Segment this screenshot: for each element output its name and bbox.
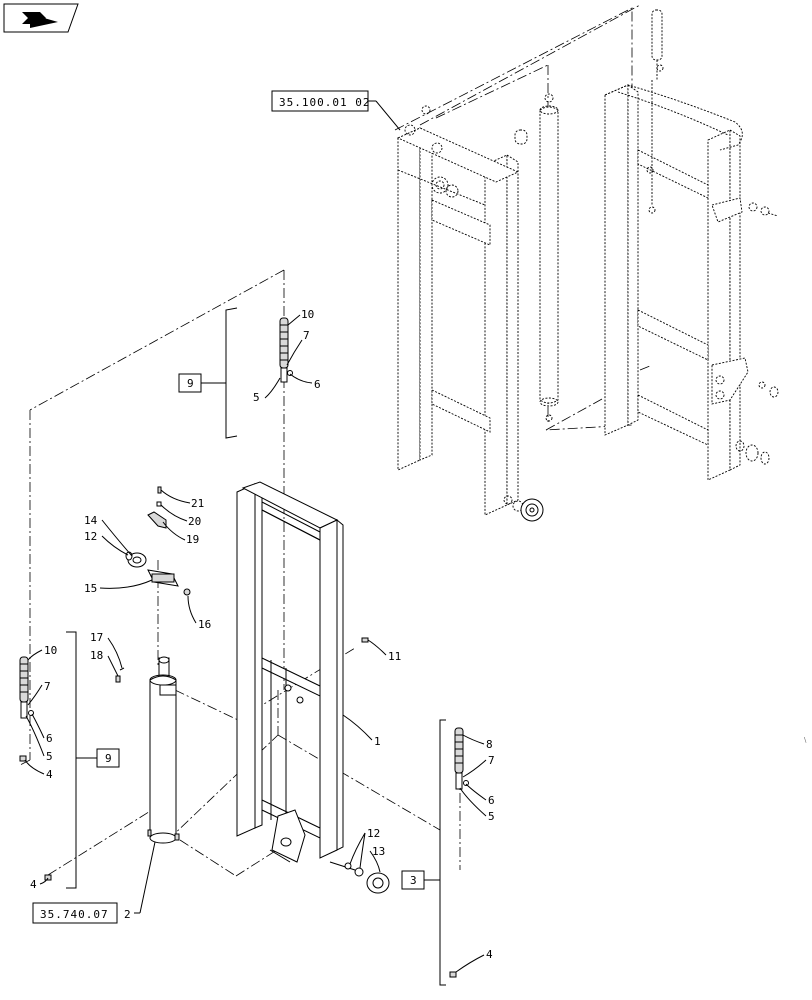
inner-mast-left-frame	[396, 105, 544, 522]
callout-box-9-upper[interactable]: 9	[178, 373, 226, 393]
chain-assembly-left	[19, 656, 52, 881]
lift-cylinder	[115, 656, 180, 844]
label-5a: 5	[253, 391, 260, 404]
outer-mast-right-frame	[604, 84, 779, 481]
label-12a: 12	[84, 530, 97, 543]
phantom-lines	[19, 4, 651, 877]
next-page-icon[interactable]	[3, 3, 79, 33]
roller-shaft	[539, 93, 559, 422]
chain-assembly-upper	[279, 317, 293, 383]
label-6c: 6	[488, 794, 495, 807]
label-5c: 5	[488, 810, 495, 823]
chain-upper-right	[651, 9, 664, 205]
label-7c: 7	[488, 754, 495, 767]
label-6b: 6	[46, 732, 53, 745]
bracket-lower-9	[66, 631, 77, 889]
part-21-20-19	[147, 486, 167, 529]
label-15: 15	[84, 582, 97, 595]
svg-text:35.100.01 02: 35.100.01 02	[279, 96, 370, 109]
bracket-right-3	[439, 719, 446, 986]
label-6a: 6	[314, 378, 321, 391]
leader-lines	[24, 314, 487, 973]
ref-box-35-740-07[interactable]: 35.740.07 2	[32, 841, 156, 924]
bolt-11	[361, 637, 369, 643]
label-4c: 4	[486, 948, 493, 961]
label-5b: 5	[46, 750, 53, 763]
label-11: 11	[388, 650, 401, 663]
label-14: 14	[84, 514, 98, 527]
label-4b: 4	[46, 768, 53, 781]
label-20: 20	[188, 515, 201, 528]
corner-mark: \	[804, 736, 807, 744]
label-4a: 4	[30, 878, 37, 891]
item-labels: 10 7 5 6 21 20 19 14 12 15 16 17 18 11 1…	[30, 308, 495, 961]
label-19: 19	[186, 533, 199, 546]
svg-text:2: 2	[124, 908, 131, 921]
svg-text:9: 9	[187, 377, 194, 390]
label-12b: 12	[367, 827, 380, 840]
chain-assembly-right	[449, 727, 469, 978]
label-10a: 10	[301, 308, 314, 321]
bearing-12-13	[329, 861, 390, 894]
parts-14-12-15-16	[125, 551, 191, 596]
bracket-upper-9	[225, 307, 238, 439]
label-13: 13	[372, 845, 385, 858]
label-8: 8	[486, 738, 493, 751]
label-10b: 10	[44, 644, 57, 657]
svg-text:9: 9	[105, 752, 112, 765]
main-mast-frame	[236, 481, 344, 863]
svg-text:35.740.07: 35.740.07	[40, 908, 109, 921]
label-21: 21	[191, 497, 204, 510]
label-17: 17	[90, 631, 103, 644]
callout-box-3[interactable]: 3	[401, 870, 440, 890]
svg-text:3: 3	[410, 874, 417, 887]
label-7a: 7	[303, 329, 310, 342]
label-7b: 7	[44, 680, 51, 693]
ref-box-35-100-01-02[interactable]: 35.100.01 02	[271, 90, 401, 131]
label-16: 16	[198, 618, 211, 631]
callout-box-9-lower[interactable]: 9	[76, 748, 120, 768]
label-1: 1	[374, 735, 381, 748]
label-18: 18	[90, 649, 103, 662]
